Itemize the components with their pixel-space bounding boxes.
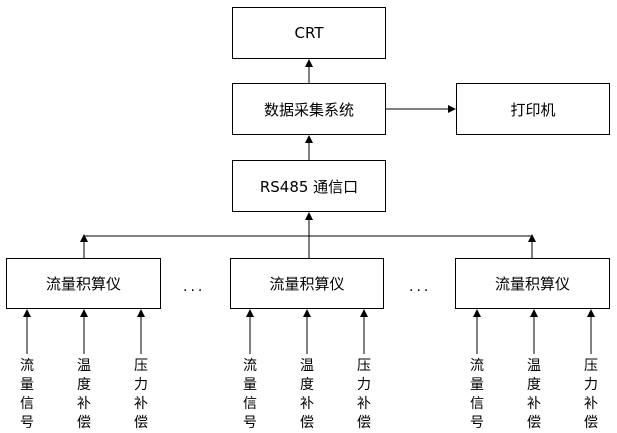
- label-flow-signal: 流量信号: [470, 358, 484, 431]
- rs485-port-box: RS485 通信口: [232, 160, 386, 212]
- flow-totalizer-left: 流量积算仪: [6, 258, 161, 309]
- label-temp-compensation: 温度补偿: [300, 358, 314, 431]
- flow-totalizer-right: 流量积算仪: [455, 258, 610, 309]
- label-temp-compensation: 温度补偿: [77, 358, 91, 431]
- label-flow-signal: 流量信号: [243, 358, 257, 431]
- flow-totalizer-middle: 流量积算仪: [230, 258, 384, 309]
- ellipsis-right: ...: [409, 279, 432, 295]
- label-pressure-compensation: 压力补偿: [584, 358, 598, 431]
- printer-box: 打印机: [456, 83, 610, 135]
- label-pressure-compensation: 压力补偿: [357, 358, 371, 431]
- label-temp-compensation: 温度补偿: [527, 358, 541, 431]
- crt-box: CRT: [232, 7, 386, 59]
- data-acquisition-box: 数据采集系统: [232, 83, 386, 135]
- label-pressure-compensation: 压力补偿: [134, 358, 148, 431]
- ellipsis-left: ...: [183, 279, 206, 295]
- label-flow-signal: 流量信号: [20, 358, 34, 431]
